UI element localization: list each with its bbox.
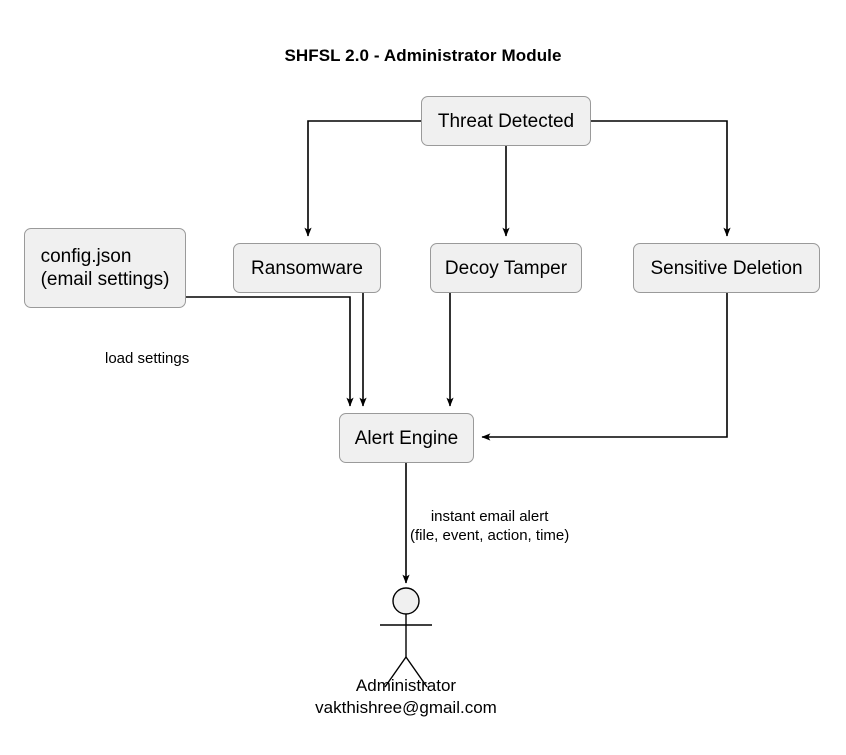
node-ransomware-label: Ransomware (251, 257, 363, 279)
node-threat-detected-label: Threat Detected (437, 110, 575, 132)
administrator-actor-label: Administrator vakthishree@gmail.com (315, 676, 497, 717)
edge-label-load-settings: load settings (105, 350, 190, 367)
node-sensitive-deletion[interactable]: Sensitive Deletion (633, 243, 820, 293)
node-alert-engine[interactable]: Alert Engine (339, 413, 474, 463)
node-threat-detected[interactable]: Threat Detected (421, 96, 591, 146)
node-config-json-label: config.json (email settings) (40, 246, 170, 290)
edge-config-to-alert (186, 296, 354, 407)
node-alert-engine-label: Alert Engine (354, 427, 459, 449)
node-ransomware[interactable]: Ransomware (233, 243, 381, 293)
edge-threat-to-sensitive (591, 120, 731, 237)
node-config-json[interactable]: config.json (email settings) (24, 228, 186, 308)
node-decoy-tamper[interactable]: Decoy Tamper (430, 243, 582, 293)
node-decoy-tamper-label: Decoy Tamper (444, 257, 568, 279)
edge-sensitive-to-alert (481, 293, 728, 441)
administrator-actor-icon (380, 587, 432, 688)
edge-threat-to-ransomware (304, 120, 421, 237)
node-sensitive-deletion-label: Sensitive Deletion (650, 257, 803, 279)
page-title: SHFSL 2.0 - Administrator Module (284, 46, 562, 65)
edge-label-instant-email-alert: instant email alert (file, event, action… (410, 508, 570, 544)
